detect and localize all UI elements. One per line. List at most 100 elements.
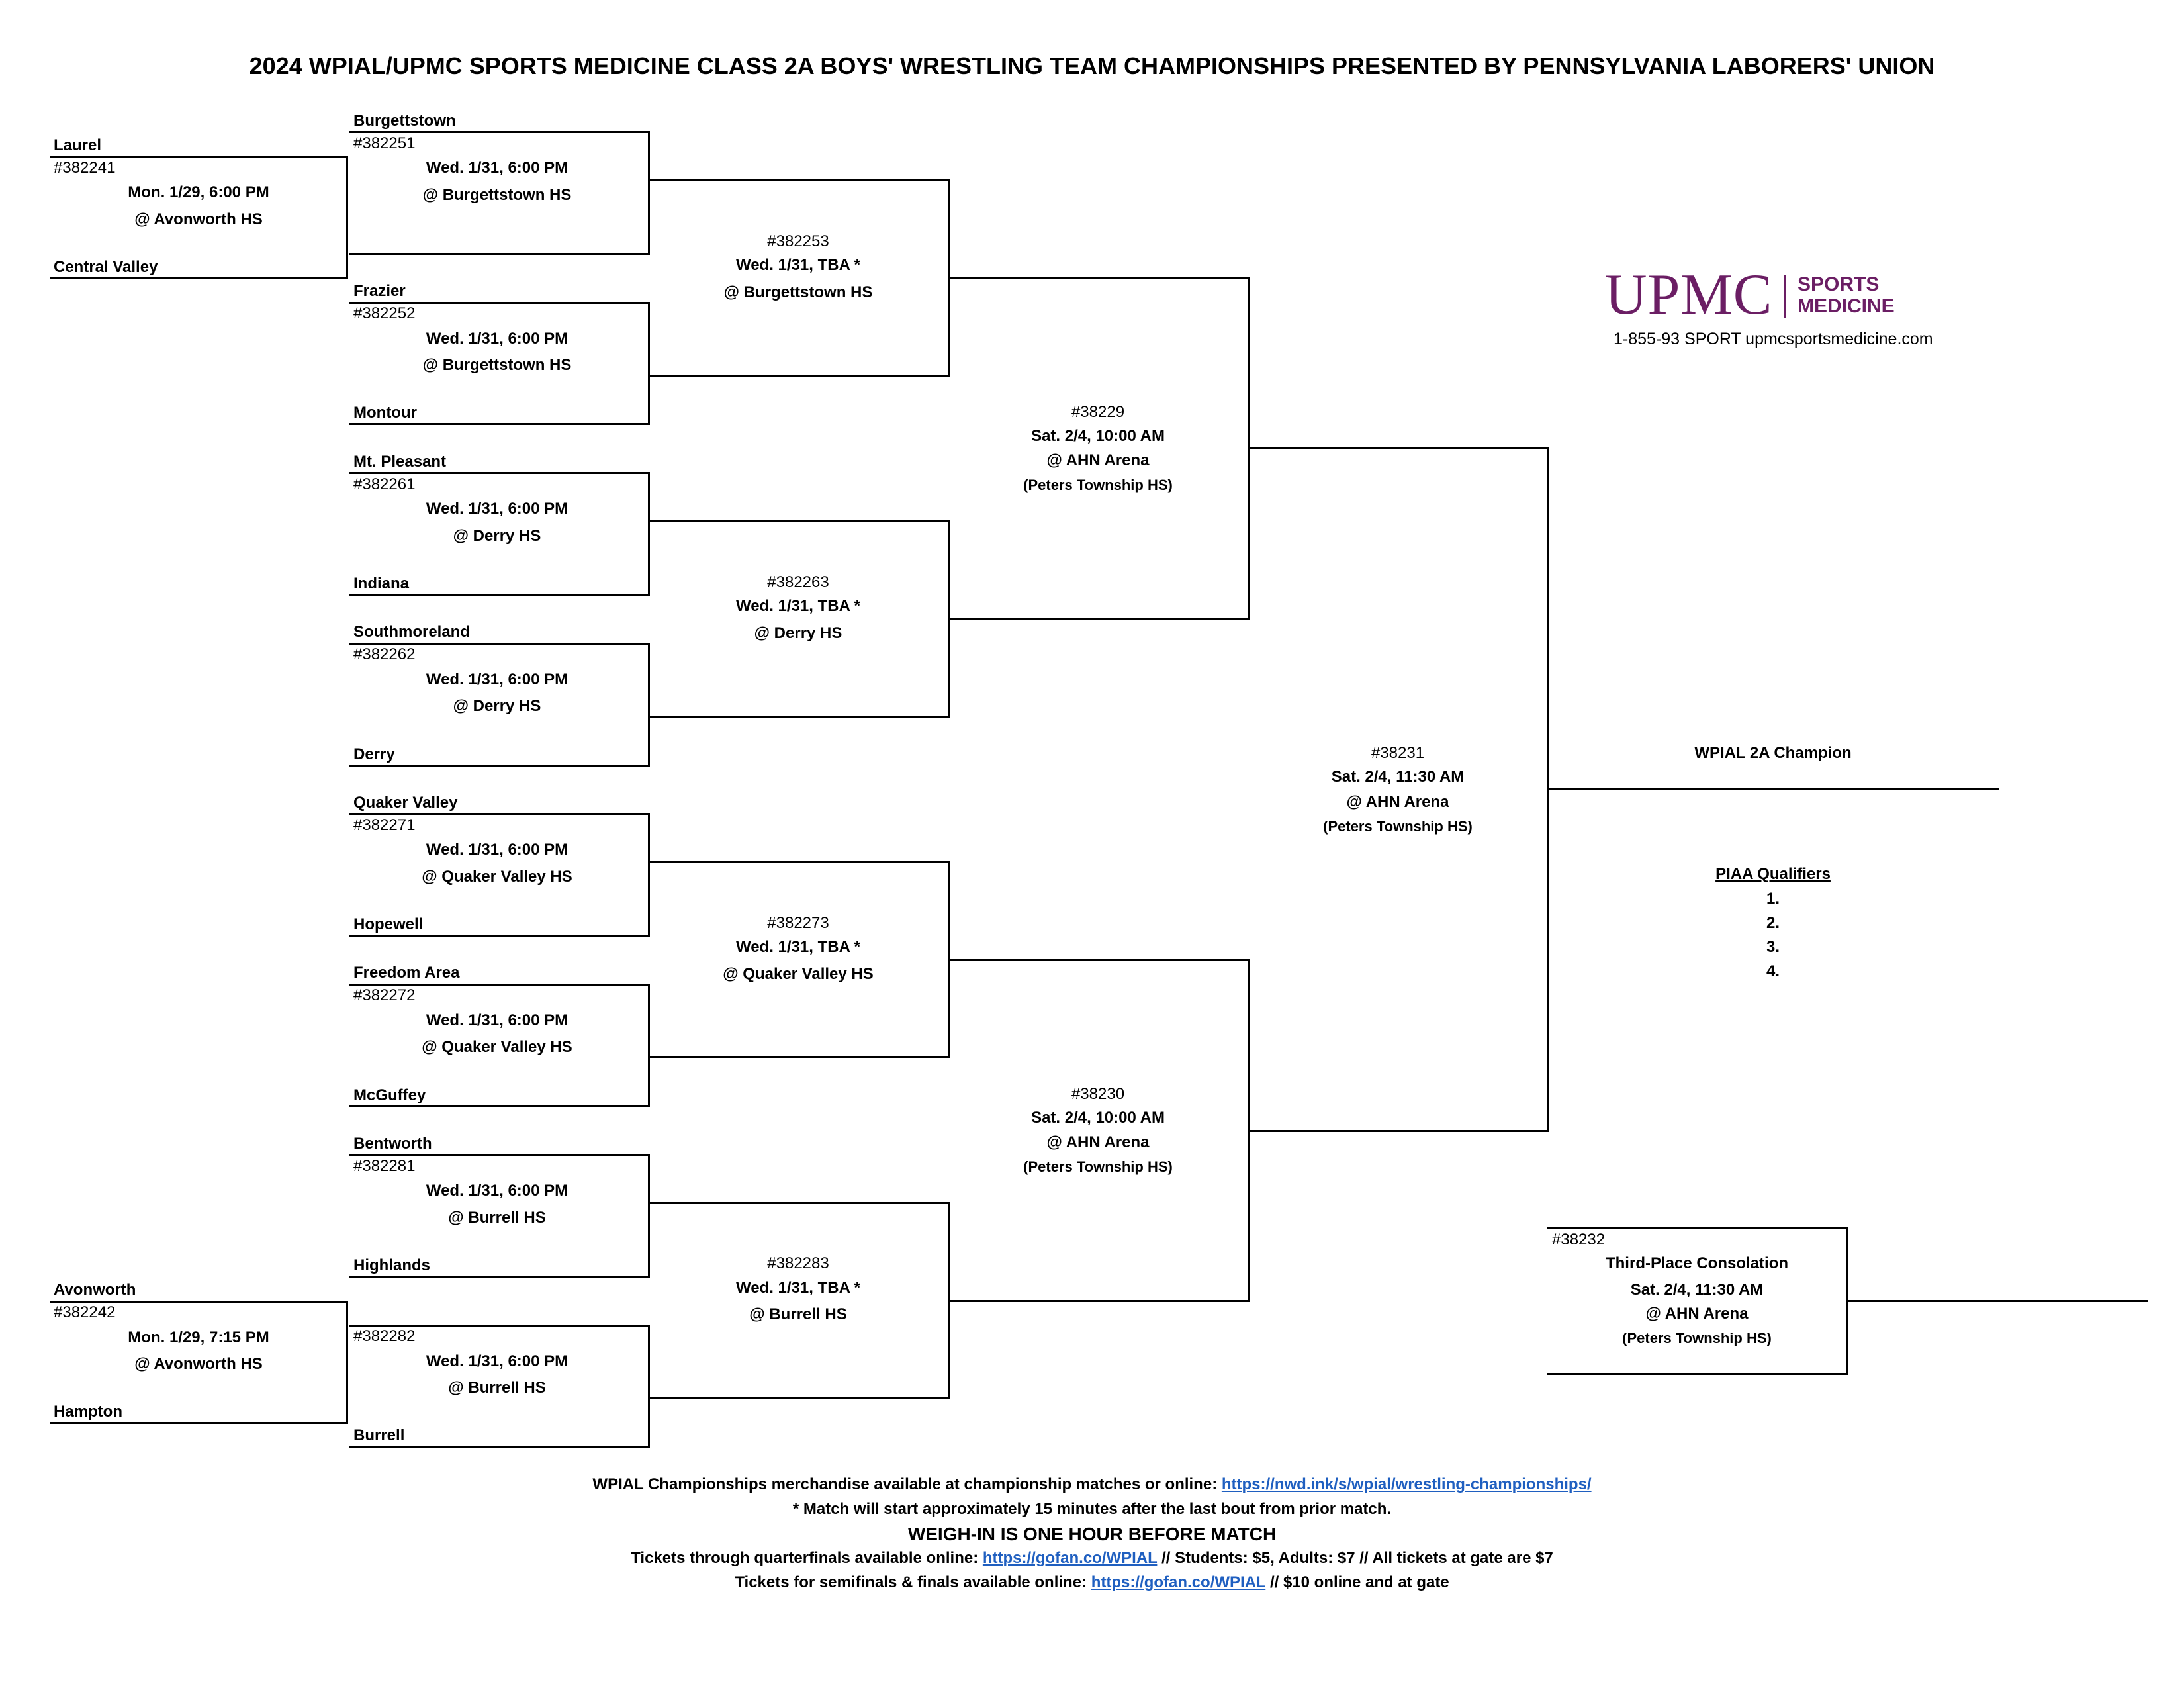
match-number: #382271 [353,816,416,834]
logo-contact: 1-855-93 SPORT upmcsportsmedicine.com [1614,330,1933,348]
match-site: @ Burgettstown HS [422,356,572,374]
match-date: Wed. 1/31, TBA * [735,938,861,956]
match-site: @ AHN Arena [1046,1133,1150,1151]
match-site: @ Burgettstown HS [422,186,572,204]
match-number: #382263 [767,573,829,591]
team-name: Central Valley [54,258,158,276]
logo-divider [1784,275,1786,318]
team-name: Avonworth [54,1281,136,1299]
tickets-sf-prices: // $10 online and at gate [1269,1573,1449,1591]
match-number: #38232 [1552,1231,1606,1248]
team-name: Southmoreland [353,623,471,641]
match-date: Sat. 2/4, 11:30 AM [1630,1281,1764,1299]
merch-text: WPIAL Championships merchandise availabl… [592,1476,1218,1493]
team-name: Freedom Area [353,964,460,982]
match-host: (Peters Township HS) [1023,477,1173,493]
match-site: @ Avonworth HS [134,1355,263,1373]
match-date: Wed. 1/31, 6:00 PM [426,841,569,859]
page-title: 2024 WPIAL/UPMC SPORTS MEDICINE CLASS 2A… [249,52,1935,79]
qualifiers-heading: PIAA Qualifiers [1715,865,1831,883]
team-name: Bentworth [353,1135,432,1152]
match-number: #38229 [1071,403,1125,421]
match-date: Wed. 1/31, 6:00 PM [426,159,569,177]
match-site: @ Derry HS [754,624,842,642]
match-site: @ Burgettstown HS [723,283,873,301]
footer-merch-line: WPIAL Championships merchandise availabl… [592,1477,1591,1493]
match-date: Mon. 1/29, 7:15 PM [128,1329,269,1346]
match-host: (Peters Township HS) [1323,818,1473,835]
team-name: Quaker Valley [353,794,458,812]
match-number: #38230 [1071,1085,1125,1103]
match-number: #382272 [353,986,416,1004]
match-number: #382242 [54,1303,116,1321]
team-name: Montour [353,404,417,422]
team-name: Hampton [54,1403,122,1421]
qualifier-slot: 3. [1766,938,1780,956]
merch-link[interactable]: https://nwd.ink/s/wpial/wrestling-champi… [1221,1476,1592,1493]
match-site: @ Avonworth HS [134,211,263,228]
team-name: Derry [353,745,395,763]
logo-sports: SPORTS [1797,273,1880,295]
match-number: #382281 [353,1157,416,1175]
match-number: #382252 [353,305,416,322]
match-site: @ Derry HS [453,527,541,545]
match-date: Wed. 1/31, TBA * [735,256,861,274]
match-site: @ AHN Arena [1046,451,1150,469]
match-number: #382262 [353,645,416,663]
match-number: #382273 [767,914,829,932]
match-date: Sat. 2/4, 10:00 AM [1031,1109,1165,1127]
match-number: #38231 [1371,744,1425,762]
match-date: Mon. 1/29, 6:00 PM [128,183,269,201]
match-site: @ Burrell HS [448,1379,546,1397]
team-name: Burgettstown [353,112,456,130]
match-site: @ Burrell HS [749,1305,847,1323]
match-date: Sat. 2/4, 10:00 AM [1031,427,1165,445]
tickets-qf-prices: // Students: $5, Adults: $7 // All ticke… [1161,1549,1553,1567]
tickets-sf-text: Tickets for semifinals & finals availabl… [735,1573,1087,1591]
match-site: @ Quaker Valley HS [422,1038,572,1056]
match-site: @ Derry HS [453,697,541,715]
tickets-qf-text: Tickets through quarterfinals available … [631,1549,979,1567]
match-site: @ Quaker Valley HS [723,965,874,983]
match-date: Wed. 1/31, 6:00 PM [426,1011,569,1029]
match-date: Wed. 1/31, 6:00 PM [426,500,569,518]
match-number: #382241 [54,159,116,177]
footer-note: * Match will start approximately 15 minu… [792,1500,1392,1518]
team-name: Hopewell [353,915,424,933]
logo-medicine: MEDICINE [1797,295,1895,317]
team-name: Burrell [353,1427,405,1444]
match-site: @ AHN Arena [1645,1305,1749,1323]
match-date: Wed. 1/31, 6:00 PM [426,1352,569,1370]
match-number: #382283 [767,1254,829,1272]
match-number: #382251 [353,134,416,152]
match-date: Wed. 1/31, 6:00 PM [426,1182,569,1199]
qualifier-slot: 2. [1766,914,1780,932]
champion-label: WPIAL 2A Champion [1694,744,1852,762]
match-date: Wed. 1/31, 6:00 PM [426,330,569,348]
qualifier-slot: 4. [1766,962,1780,980]
match-date: Wed. 1/31, TBA * [735,597,861,615]
footer-tickets-qf: Tickets through quarterfinals available … [631,1550,1553,1566]
team-name: Frazier [353,282,406,300]
team-name: Mt. Pleasant [353,453,447,471]
match-date: Wed. 1/31, 6:00 PM [426,671,569,688]
match-site: @ Quaker Valley HS [422,868,572,886]
logo-brand: UPMC [1605,263,1773,327]
weigh-in-notice: WEIGH-IN IS ONE HOUR BEFORE MATCH [907,1524,1277,1544]
team-name: McGuffey [353,1086,426,1104]
qualifier-slot: 1. [1766,890,1780,908]
team-name: Indiana [353,575,410,592]
tickets-qf-link[interactable]: https://gofan.co/WPIAL [982,1549,1158,1567]
footer-tickets-sf: Tickets for semifinals & finals availabl… [735,1575,1449,1591]
match-number: #382253 [767,232,829,250]
team-name: Highlands [353,1256,431,1274]
tickets-sf-link[interactable]: https://gofan.co/WPIAL [1091,1573,1266,1591]
match-host: (Peters Township HS) [1622,1330,1772,1346]
match-number: #382282 [353,1327,416,1345]
match-date: Wed. 1/31, TBA * [735,1279,861,1297]
match-date: Sat. 2/4, 11:30 AM [1331,768,1465,786]
match-number: #382261 [353,475,416,493]
match-host: (Peters Township HS) [1023,1158,1173,1175]
match-site: @ AHN Arena [1346,793,1449,811]
consolation-title: Third-Place Consolation [1605,1254,1789,1272]
